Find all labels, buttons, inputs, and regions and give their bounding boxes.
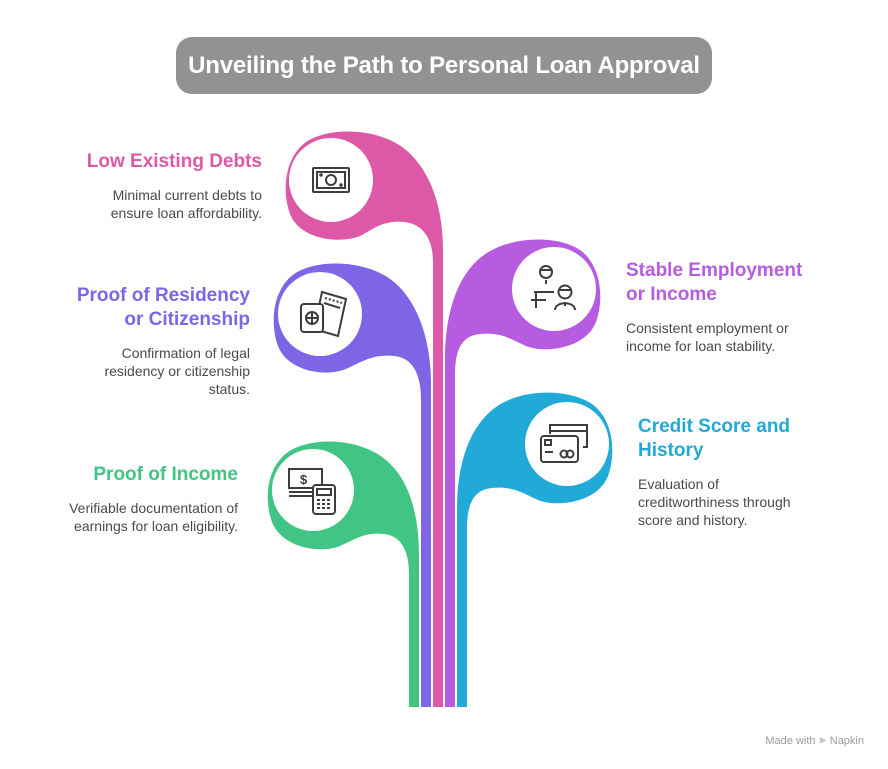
icon-circle — [512, 247, 596, 331]
branch-proof-of-residency — [273, 263, 431, 707]
item-low-existing-debts: Low Existing Debts Minimal current debts… — [22, 150, 262, 222]
item-title: Credit Score and History — [638, 416, 791, 461]
item-title: Stable Employment or Income — [626, 260, 803, 305]
icon-circle — [289, 138, 373, 222]
item-credit-score: Credit Score and History Evaluation of c… — [638, 415, 818, 529]
footer-brand: Napkin — [829, 734, 864, 747]
item-description: Evaluation of creditworthiness through s… — [638, 476, 791, 528]
item-description: Minimal current debts to ensure loan aff… — [110, 187, 262, 221]
napkin-watermark: Made with ⫸ Napkin — [765, 734, 864, 747]
napkin-logo-icon: ⫸ — [819, 734, 826, 746]
item-title: Proof of Income — [93, 464, 238, 485]
title-banner: Unveiling the Path to Personal Loan Appr… — [176, 37, 712, 94]
item-description: Verifiable documentation of earnings for… — [69, 500, 238, 534]
money-calculator-icon: $ — [288, 468, 336, 515]
item-description: Consistent employment or income for loan… — [626, 320, 789, 354]
leaf-shape-pink — [285, 131, 443, 708]
employer-employee-icon — [531, 265, 576, 311]
branch-low-existing-debts — [285, 131, 443, 708]
cash-bill-icon — [312, 167, 350, 193]
footer-prefix: Made with — [765, 734, 816, 747]
branch-proof-of-income: $ — [267, 441, 419, 707]
item-proof-of-residency: Proof of Residency or Citizenship Confir… — [50, 284, 250, 398]
passport-ticket-icon — [300, 290, 348, 338]
svg-text:$: $ — [300, 472, 308, 487]
item-title: Low Existing Debts — [86, 151, 262, 172]
item-title: Proof of Residency or Citizenship — [76, 285, 250, 330]
item-description: Confirmation of legal residency or citiz… — [104, 345, 250, 397]
branch-stable-employment — [445, 239, 601, 707]
item-proof-of-income: Proof of Income Verifiable documentation… — [18, 463, 238, 535]
diagram-title: Unveiling the Path to Personal Loan Appr… — [188, 51, 700, 79]
credit-cards-icon — [540, 424, 588, 463]
item-stable-employment: Stable Employment or Income Consistent e… — [626, 259, 816, 355]
branch-credit-score — [457, 392, 613, 707]
